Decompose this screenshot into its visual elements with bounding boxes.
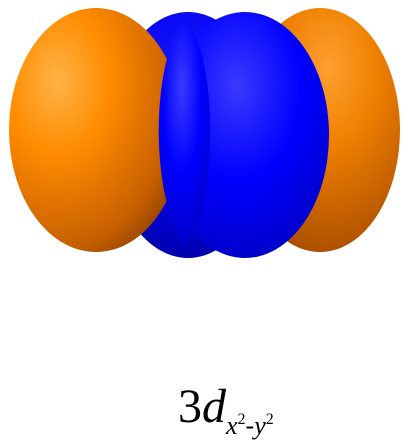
label-subscript: x2-y2 xyxy=(226,411,274,440)
label-principal-number: 3 xyxy=(178,380,202,433)
label-sup-x: 2 xyxy=(237,411,246,428)
label-sub-x: x xyxy=(226,411,238,440)
orbital-lobe-negative-overlap xyxy=(158,20,211,245)
label-orbital-letter: d xyxy=(202,380,226,433)
orbital-label: 3dx2-y2 xyxy=(178,380,274,439)
orbital-lobe-positive-left xyxy=(9,8,183,252)
label-sup-y: 2 xyxy=(265,411,274,428)
label-dash: - xyxy=(245,411,255,440)
label-sub-y: y xyxy=(254,411,266,440)
